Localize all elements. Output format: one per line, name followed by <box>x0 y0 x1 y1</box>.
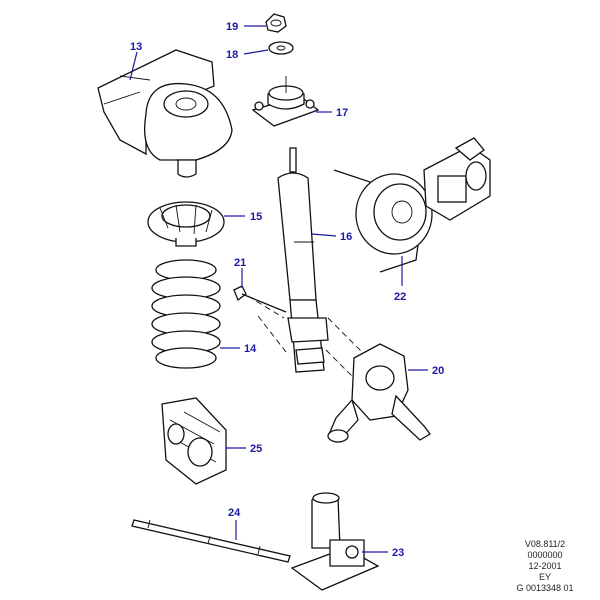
callout-13: 13 <box>130 41 142 53</box>
callout-18: 18 <box>226 49 238 61</box>
rod-part <box>131 519 291 563</box>
callout-20: 20 <box>432 365 444 377</box>
coil-spring-part <box>151 259 221 369</box>
steering-knuckle-part <box>327 343 431 443</box>
upper-spring-seat-part <box>97 49 233 178</box>
washer-part <box>268 41 294 55</box>
callout-15: 15 <box>250 211 262 223</box>
top-nut-part <box>265 13 287 33</box>
callout-19: 19 <box>226 21 238 33</box>
reference-line-1: V08.811/2 <box>524 539 566 549</box>
leader-lines <box>129 25 428 553</box>
callout-16: 16 <box>340 231 352 243</box>
callout-14: 14 <box>244 343 257 355</box>
strut-top-mount-part <box>251 76 320 127</box>
callout-22: 22 <box>394 291 406 303</box>
spring-insulator-part <box>147 201 225 247</box>
brake-disc-shield-part <box>333 169 433 273</box>
callout-21: 21 <box>234 257 246 269</box>
reference-line-2: 0000000 <box>527 550 563 560</box>
callout-23: 23 <box>392 547 404 559</box>
callout-25: 25 <box>250 443 262 455</box>
reference-line-3: 12-2001 <box>528 561 562 571</box>
reference-line-4: EY <box>538 572 551 582</box>
reference-line-5: G 0013348 01 <box>516 583 574 593</box>
jack-tool-part <box>290 492 380 591</box>
strut-bolt-part <box>233 285 287 313</box>
callout-17: 17 <box>336 107 348 119</box>
hub-assembly-part <box>423 137 491 221</box>
callout-24: 24 <box>228 507 241 519</box>
reference-code-block: V08.811/2 0000000 12-2001 EY G 0013348 0… <box>500 539 590 594</box>
strut-shock-absorber-part <box>277 147 329 373</box>
brake-caliper-part <box>161 397 227 485</box>
